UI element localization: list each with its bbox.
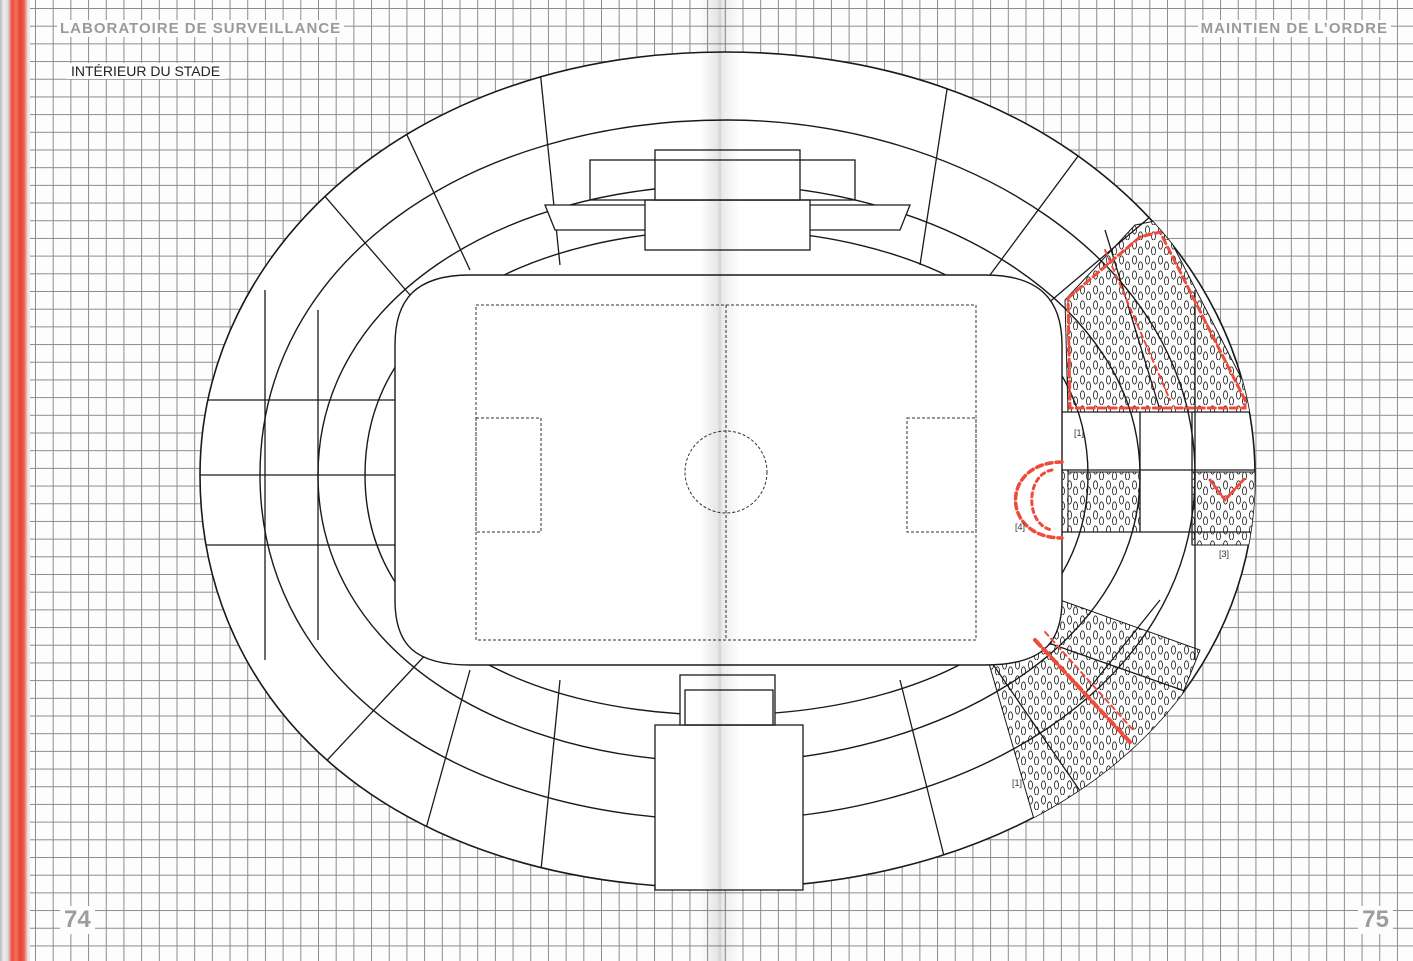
note-label-1-north: [1] [1074,428,1085,438]
page-edges [0,0,30,961]
page-number-right: 75 [1358,906,1393,934]
highlight-markings [1013,230,1247,744]
highlight-zone-northeast [1066,230,1247,410]
crowd-sector-east-inner [1067,471,1141,533]
highlight-zone-northeast-divider [1104,249,1171,401]
penalty-area-right [906,417,977,533]
crowd-sector-east-outer [1191,471,1255,546]
section-title: INTÉRIEUR DU STADE [66,63,226,79]
highlight-line-southeast [1033,638,1132,744]
running-head-right: MAINTIEN DE L’ORDRE [1197,20,1391,37]
note-label-3: [3] [1219,549,1230,559]
centre-circle [684,430,768,514]
highlight-line-southeast-2 [1044,631,1136,733]
page-number-left: 74 [60,906,95,934]
running-head-left: LABORATOIRE DE SURVEILLANCE [57,20,345,37]
spine-fold [700,0,740,961]
pitch-surround [394,274,1063,666]
note-label-4: [4] [1015,522,1026,532]
football-pitch [475,304,977,641]
penalty-area-left [475,417,542,533]
highlight-arc-west-end [1013,460,1064,540]
main-stand-structures [544,149,911,891]
note-label-1-south: [1] [1012,778,1023,788]
highlight-marks-east [1208,476,1247,503]
highlight-arc-west-end-inner [1030,468,1054,532]
